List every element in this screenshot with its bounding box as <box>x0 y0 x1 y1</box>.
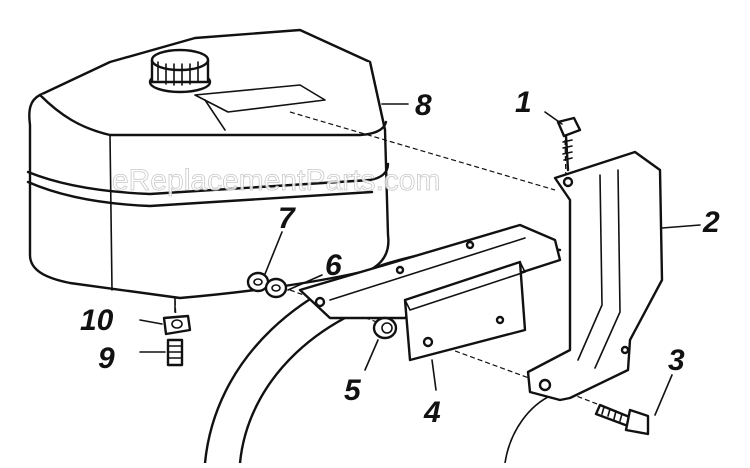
nut-washer-parts-6-7 <box>246 271 288 299</box>
mounting-bracket-lower <box>298 223 562 362</box>
spacer-part-5 <box>372 316 398 340</box>
hose-part-9 <box>166 338 184 367</box>
callout-labels: 8 1 2 3 4 5 6 7 9 10 <box>80 86 720 429</box>
bolt-part-3 <box>594 403 650 436</box>
callout-4: 4 <box>423 396 441 429</box>
callout-1: 1 <box>515 86 532 119</box>
callout-5: 5 <box>344 374 362 407</box>
callout-10: 10 <box>80 304 114 337</box>
leader-lines <box>139 103 701 416</box>
bolt-part-1 <box>556 116 582 172</box>
callout-9: 9 <box>98 342 115 375</box>
callout-7: 7 <box>278 202 296 235</box>
callout-2: 2 <box>702 206 720 239</box>
watermark-text: eReplacementParts.com <box>112 164 440 197</box>
fitting-part-10 <box>162 314 192 336</box>
callout-8: 8 <box>415 89 432 122</box>
fuel-tank <box>26 28 390 313</box>
callout-3: 3 <box>668 344 685 377</box>
callout-6: 6 <box>325 249 342 282</box>
side-bracket <box>526 150 664 402</box>
